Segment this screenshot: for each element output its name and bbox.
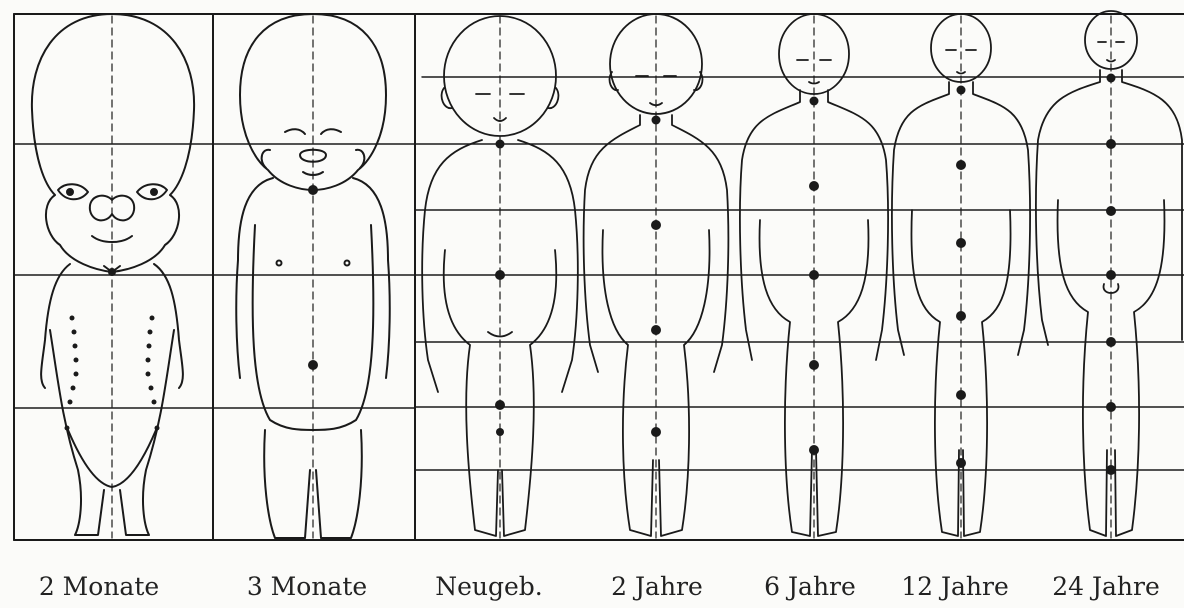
caption-2-monate: 2 Monate (39, 572, 159, 602)
caption-neugeb: Neugeb. (435, 572, 543, 602)
stage-captions: 2 Monate 3 Monate Neugeb. 2 Jahre 6 Jahr… (0, 572, 1184, 608)
caption-6-jahre: 6 Jahre (764, 572, 856, 602)
caption-3-monate: 3 Monate (247, 572, 367, 602)
grid-lines-postnatal (415, 77, 1184, 470)
caption-24-jahre: 24 Jahre (1052, 572, 1160, 602)
figure-24-jahre (1036, 11, 1182, 536)
caption-12-jahre: 12 Jahre (901, 572, 1009, 602)
caption-2-jahre: 2 Jahre (611, 572, 703, 602)
proportions-drawing (0, 0, 1184, 570)
